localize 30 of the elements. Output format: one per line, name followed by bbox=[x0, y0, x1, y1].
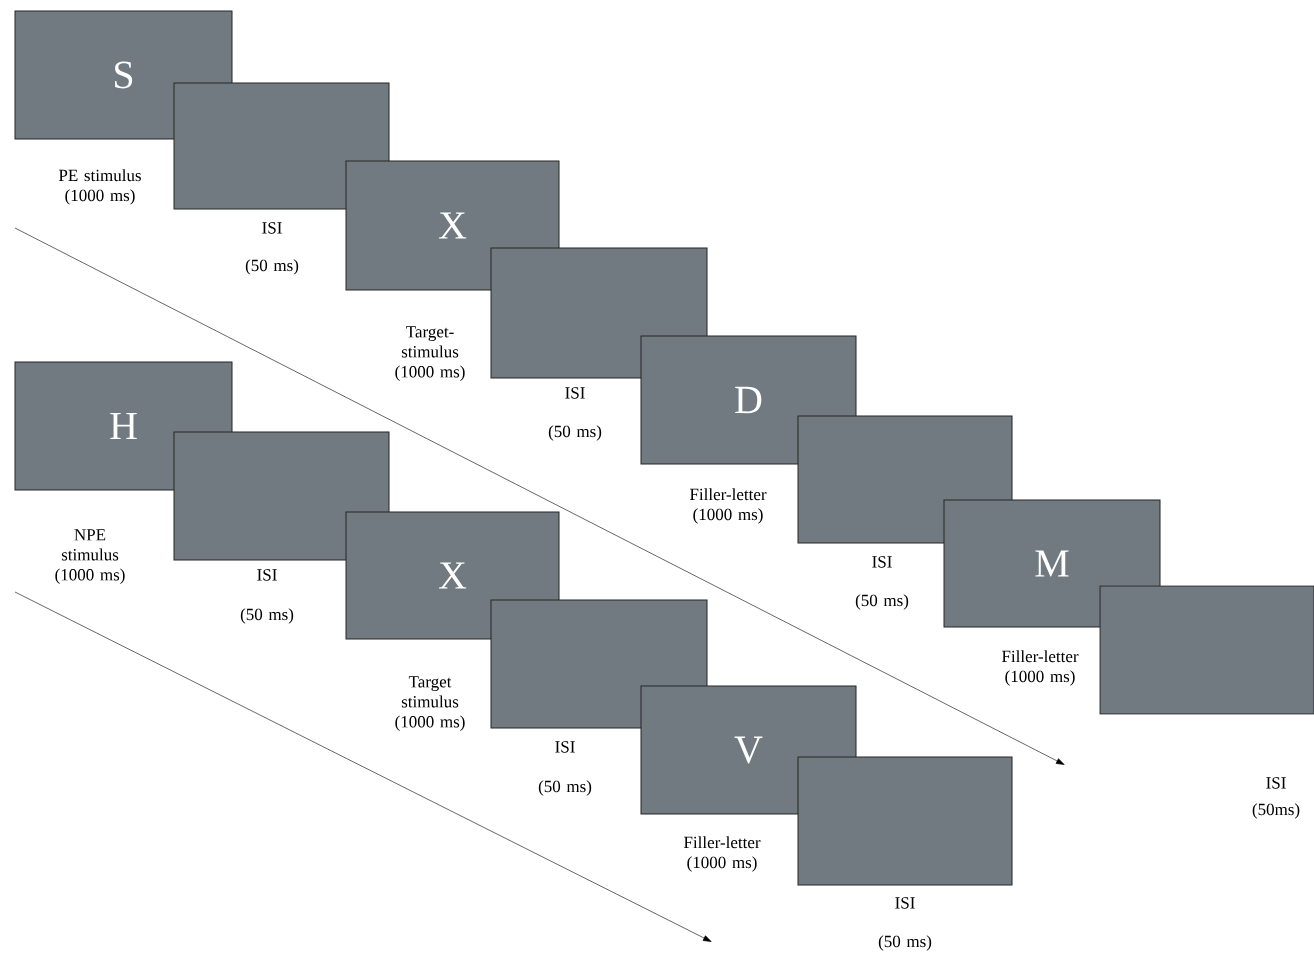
node-label: (50 ms) bbox=[240, 608, 294, 624]
node-label: (50 ms) bbox=[538, 780, 592, 796]
blank-screen bbox=[173, 82, 390, 210]
blank-screen bbox=[490, 599, 708, 729]
node-label: (50 ms) bbox=[878, 935, 932, 951]
node-label: Target- stimulus (1000 ms) bbox=[395, 326, 465, 381]
node-label: Filler-letter (1000 ms) bbox=[683, 836, 761, 872]
node-label: (50ms) bbox=[1252, 803, 1300, 819]
node-label: (50 ms) bbox=[245, 259, 299, 275]
node-label: ISI bbox=[555, 741, 575, 753]
letter-screen: D bbox=[640, 335, 857, 465]
node-label: ISI bbox=[565, 387, 585, 399]
node-label: Filler-letter (1000 ms) bbox=[1001, 650, 1079, 686]
blank-screen bbox=[490, 247, 708, 379]
node-label: Filler-letter (1000 ms) bbox=[689, 488, 767, 524]
node-label: ISI bbox=[872, 556, 892, 568]
node-label: ISI bbox=[262, 222, 282, 234]
letter-screen: M bbox=[943, 499, 1161, 628]
blank-screen bbox=[797, 756, 1013, 886]
node-label: (50 ms) bbox=[548, 425, 602, 441]
node-label: Target stimulus (1000 ms) bbox=[395, 676, 465, 731]
node-label: ISI bbox=[1266, 777, 1286, 789]
node-label: ISI bbox=[895, 897, 915, 909]
node-label: ISI bbox=[257, 569, 277, 581]
node-label: (50 ms) bbox=[855, 594, 909, 610]
blank-screen bbox=[173, 431, 390, 561]
blank-screen bbox=[1099, 585, 1314, 715]
node-label: PE stimulus (1000 ms) bbox=[58, 169, 141, 205]
letter-screen: X bbox=[345, 511, 560, 640]
node-label: NPE stimulus (1000 ms) bbox=[55, 529, 125, 584]
